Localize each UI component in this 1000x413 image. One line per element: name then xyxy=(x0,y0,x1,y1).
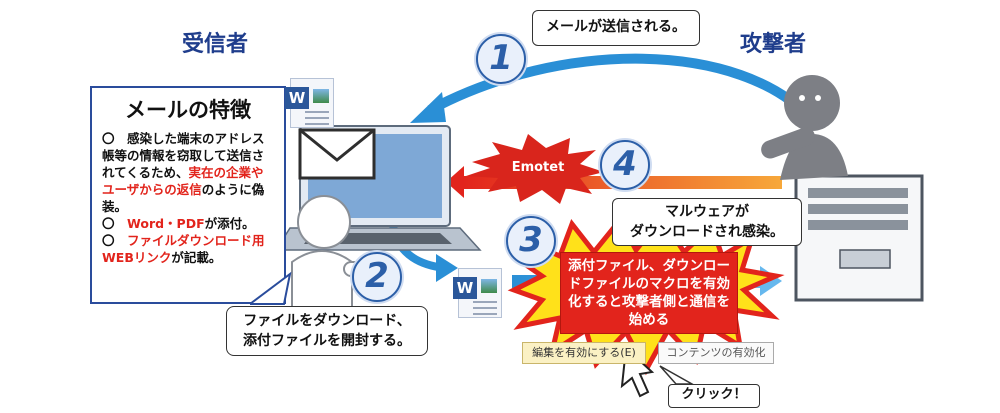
feature-item-1: 〇 感染した端末のアドレス帳等の情報を窃取して送信されてくるため、実在の企業やユ… xyxy=(102,131,265,214)
step1-bubble-text: メールが送信される。 xyxy=(546,19,686,35)
step2-bubble: ファイルをダウンロード、 添付ファイルを開封する。 xyxy=(226,306,428,356)
step3-number: 3 xyxy=(506,216,556,266)
features-callout-tail xyxy=(250,271,292,305)
step4-number: 4 xyxy=(600,140,650,190)
arrow-infection-head xyxy=(446,166,464,198)
emotet-burst xyxy=(466,134,604,204)
step1-number: 1 xyxy=(476,34,526,84)
step2-bubble-line1: ファイルをダウンロード、 xyxy=(243,313,411,329)
enable-content-button[interactable]: コンテンツの有効化 xyxy=(658,342,774,364)
mail-features-title: メールの特徴 xyxy=(125,98,251,122)
receiver-figure xyxy=(291,195,385,317)
step3-box-text: 添付ファイル、ダウンロードファイルのマクロを有効化すると攻撃者側と通信を始める xyxy=(568,258,730,328)
enable-editing-button[interactable]: 編集を有効にする(E) xyxy=(522,342,646,364)
emotet-label: Emotet xyxy=(511,160,565,175)
step4-bubble: マルウェアが ダウンロードされ感染。 xyxy=(612,198,802,246)
attacker-heading: 攻撃者 xyxy=(740,32,807,57)
step2-number: 2 xyxy=(352,252,402,302)
step3-box: 添付ファイル、ダウンロードファイルのマクロを有効化すると攻撃者側と通信を始める xyxy=(560,252,738,334)
step4-bubble-line2: ダウンロードされ感染。 xyxy=(630,224,784,240)
arrow-send-mail-head xyxy=(410,92,446,123)
mail-features-list: 〇 感染した端末のアドレス帳等の情報を窃取して送信されてくるため、実在の企業やユ… xyxy=(92,124,284,266)
click-callout: クリック！ xyxy=(668,384,760,408)
attacker-server xyxy=(794,174,924,302)
arrow-send-mail xyxy=(427,53,816,124)
word-file-icon-mail: W xyxy=(285,78,334,128)
step1-bubble: メールが送信される。 xyxy=(532,10,700,46)
feature-item-3: 〇 ファイルダウンロード用WEBリンクが記載。 xyxy=(102,233,265,265)
envelope-icon xyxy=(298,128,376,180)
word-file-icon-downloaded: W xyxy=(453,268,502,318)
feature-item-2: 〇 Word・PDFが添付。 xyxy=(102,216,255,231)
step2-bubble-line2: 添付ファイルを開封する。 xyxy=(243,333,411,349)
click-callout-text: クリック！ xyxy=(681,387,747,402)
arrow-download-head xyxy=(436,254,458,282)
receiver-heading: 受信者 xyxy=(182,32,249,57)
click-callout-tail xyxy=(659,365,695,385)
mail-features-box: メールの特徴 〇 感染した端末のアドレス帳等の情報を窃取して送信されてくるため、… xyxy=(90,86,286,304)
step4-bubble-line1: マルウェアが xyxy=(665,204,749,220)
attacker-figure xyxy=(761,75,848,180)
